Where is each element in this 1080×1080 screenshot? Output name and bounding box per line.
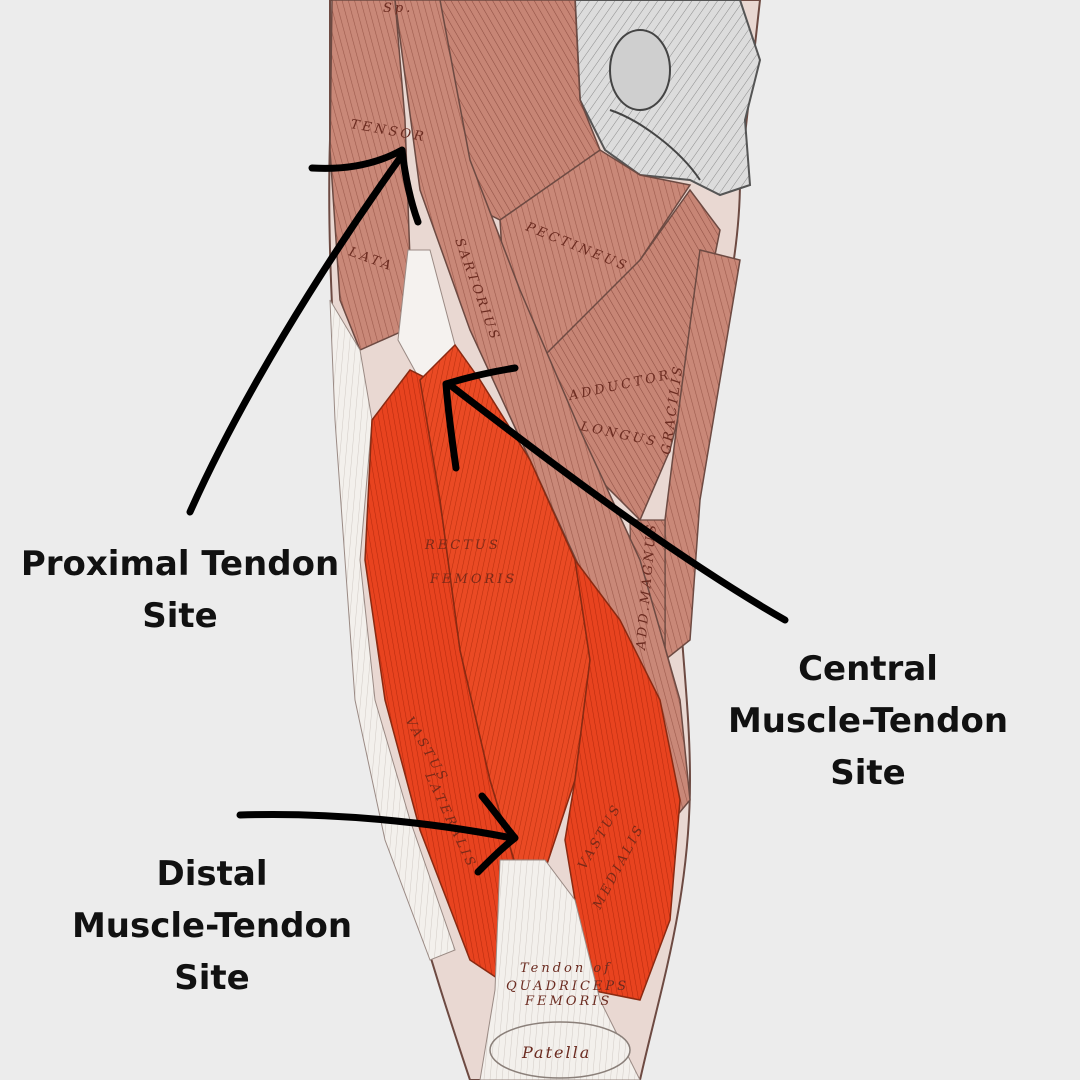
proximal-tendon-site-label: Proximal Tendon Site [20,538,340,642]
distal-label-line-1: Distal [156,854,268,894]
proximal-label-line-1: Proximal Tendon [20,544,340,584]
arrow-proximal [186,146,422,516]
proximal-label-line-2: Site [142,596,218,636]
quad-tendon-label-3: FEMORIS [524,994,612,1009]
obturator-foramen [609,29,671,111]
central-label-line-3: Site [830,753,906,793]
vastus-medialis-muscle [564,559,681,1001]
patella-label: Patella [521,1043,591,1062]
arrow-central [442,364,789,624]
central-label-line-2: Muscle-Tendon [727,701,1009,741]
quad-tendon-label-2: QUADRICEPS [506,979,629,994]
quad-tendon-label-1: Tendon of [520,961,612,976]
distal-label-line-2: Muscle-Tendon [71,906,353,946]
rectus-femoris-label-1: RECTUS [424,538,501,553]
tensor-fasciae-latae-muscle [329,0,411,352]
distal-muscle-tendon-site-label: Distal Muscle-Tendon Site [62,848,362,1004]
arrow-distal [236,792,519,876]
spine-label: Sp. [383,1,413,16]
rectus-femoris-label-2: FEMORIS [429,572,517,587]
distal-label-line-3: Site [174,958,250,998]
central-muscle-tendon-site-label: Central Muscle-Tendon Site [718,643,1018,799]
patella [489,1021,631,1079]
central-label-line-1: Central [798,649,938,689]
